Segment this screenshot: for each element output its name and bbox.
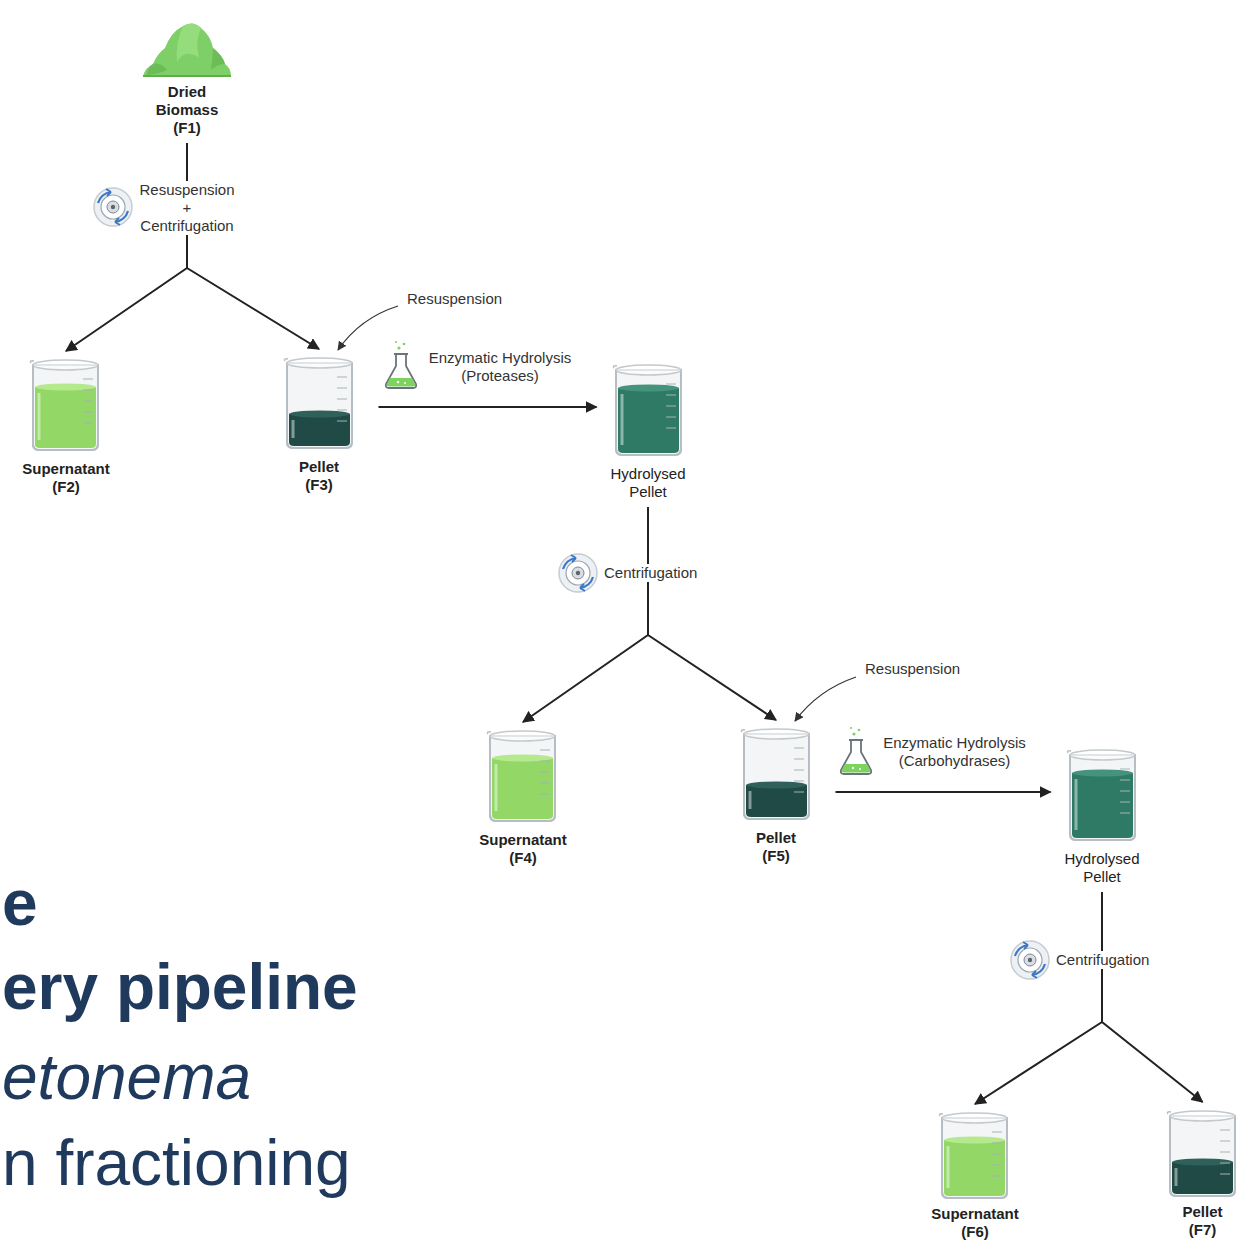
- beaker-illustration: [739, 726, 814, 821]
- flask-icon: [386, 341, 416, 388]
- title-fragment: ery pipeline: [2, 950, 358, 1024]
- node-label: Pellet (F7): [1182, 1203, 1222, 1239]
- flow-arrow: [66, 143, 187, 351]
- flow-arrow: [975, 892, 1102, 1104]
- edge-label: Enzymatic Hydrolysis (Proteases): [420, 349, 580, 385]
- flow-arrow: [379, 406, 597, 408]
- leader-arrow: [795, 677, 856, 721]
- step-label: Centrifugation: [1054, 951, 1151, 969]
- node-label: Supernatant (F6): [931, 1205, 1019, 1241]
- flow-arrow: [836, 791, 1051, 793]
- beaker-node: Supernatant (F6): [931, 1110, 1019, 1241]
- beaker-illustration: [485, 728, 560, 823]
- biomass-node: Dried Biomass (F1): [141, 18, 233, 137]
- beaker-node: Pellet (F3): [282, 355, 357, 494]
- step-label: Resuspension + Centrifugation: [137, 181, 236, 235]
- leader-arrow: [338, 306, 398, 350]
- title-fragment: e: [2, 866, 38, 940]
- edge-label: Enzymatic Hydrolysis (Carbohydrases): [872, 734, 1037, 770]
- flow-arrow: [648, 507, 776, 720]
- beaker-node: Supernatant (F2): [22, 357, 110, 496]
- beaker-node: Hydrolysed Pellet: [1064, 747, 1139, 886]
- centrifuge-icon: [559, 554, 597, 592]
- beaker-illustration: [282, 355, 357, 450]
- centrifuge-icon: [1011, 941, 1049, 979]
- step-label: Resuspension: [405, 290, 504, 308]
- beaker-illustration: [937, 1110, 1012, 1200]
- beaker-illustration: [1065, 747, 1140, 842]
- step-label: Resuspension: [863, 660, 962, 678]
- beaker-illustration: [1165, 1108, 1240, 1198]
- centrifuge-icon: [94, 188, 132, 226]
- flow-arrow: [1102, 892, 1203, 1102]
- beaker-node: Supernatant (F4): [479, 728, 567, 867]
- node-label: Pellet (F5): [756, 829, 796, 865]
- flask-icon: [841, 727, 871, 774]
- beaker-node: Pellet (F5): [739, 726, 814, 865]
- beaker-node: Hydrolysed Pellet: [610, 362, 685, 501]
- title-fragment: etonema: [2, 1040, 251, 1114]
- node-label: Supernatant (F2): [22, 460, 110, 496]
- beaker-illustration: [611, 362, 686, 457]
- flow-arrow: [523, 507, 648, 722]
- node-label: Pellet (F3): [299, 458, 339, 494]
- node-label: Hydrolysed Pellet: [610, 465, 685, 501]
- beaker-node: Pellet (F7): [1165, 1108, 1240, 1239]
- beaker-illustration: [28, 357, 103, 452]
- biomass-pile: [141, 18, 233, 80]
- node-label: Hydrolysed Pellet: [1064, 850, 1139, 886]
- node-label: Supernatant (F4): [479, 831, 567, 867]
- flow-arrow: [187, 143, 319, 349]
- step-label: Centrifugation: [602, 564, 699, 582]
- node-label: Dried Biomass (F1): [156, 83, 219, 137]
- title-fragment: n fractioning: [2, 1126, 351, 1200]
